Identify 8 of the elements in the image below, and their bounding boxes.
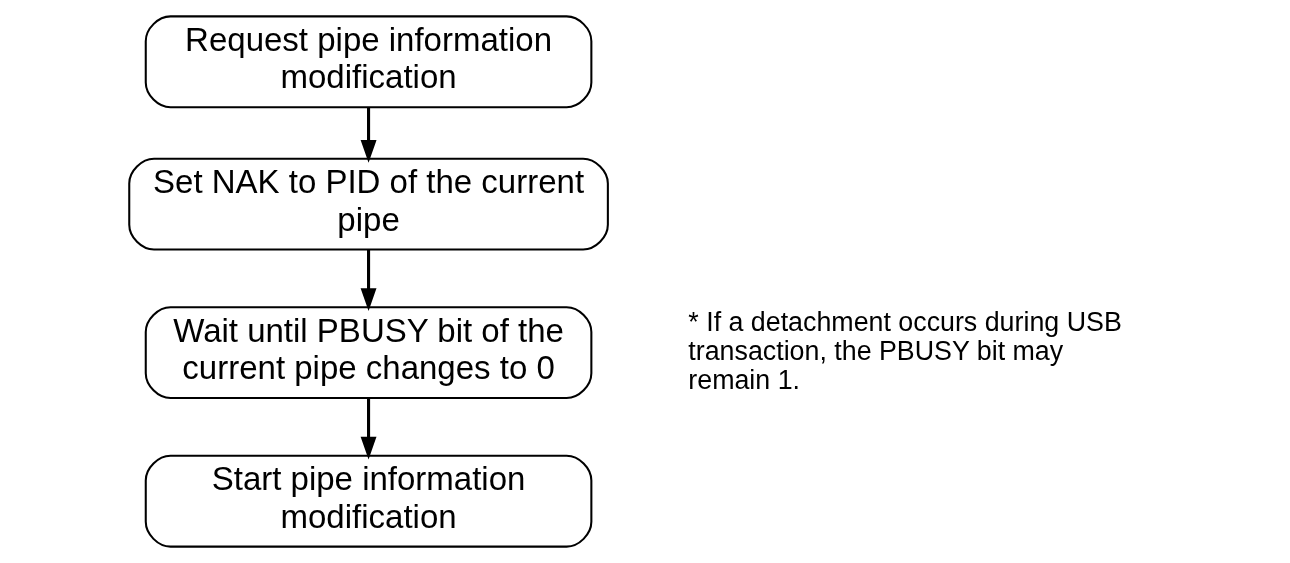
node-box: Wait until PBUSY bit of the current pipe changes to 0 — [144, 306, 593, 400]
arrow — [360, 107, 377, 163]
arrow — [360, 249, 377, 311]
node-box: Set NAK to PID of the current pipe — [128, 157, 609, 251]
node-label: * If a detachment occurs during USB transaction, the PBUSY bit may remain 1. — [688, 306, 1122, 395]
node-box: Start pipe information modification — [144, 454, 593, 548]
arrow — [360, 398, 377, 460]
node-box: Request pipe information modification — [144, 15, 593, 109]
